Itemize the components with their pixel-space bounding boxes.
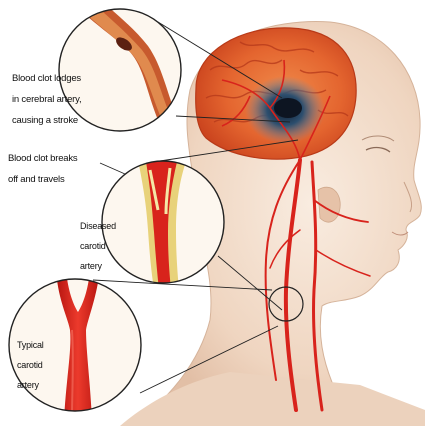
label-clot-lodges: Blood clot lodges in cerebral artery, ca… [12, 63, 107, 137]
label-line: off and travels [8, 175, 103, 186]
label-line: artery [17, 380, 62, 390]
label-line: Typical [17, 340, 62, 350]
label-line: Diseased [80, 221, 130, 231]
label-line: carotid [80, 241, 130, 251]
label-line: causing a stroke [12, 116, 107, 127]
label-clot-breaks: Blood clot breaks off and travels [8, 143, 103, 196]
label-diseased-carotid: Diseased carotid artery [80, 211, 130, 281]
label-line: carotid [17, 360, 62, 370]
label-typical-carotid: Typical carotid artery [17, 330, 62, 400]
label-line: Blood clot breaks [8, 154, 103, 165]
label-line: artery [80, 261, 130, 271]
label-line: in cerebral artery, [12, 95, 107, 106]
label-line: Blood clot lodges [12, 74, 107, 85]
